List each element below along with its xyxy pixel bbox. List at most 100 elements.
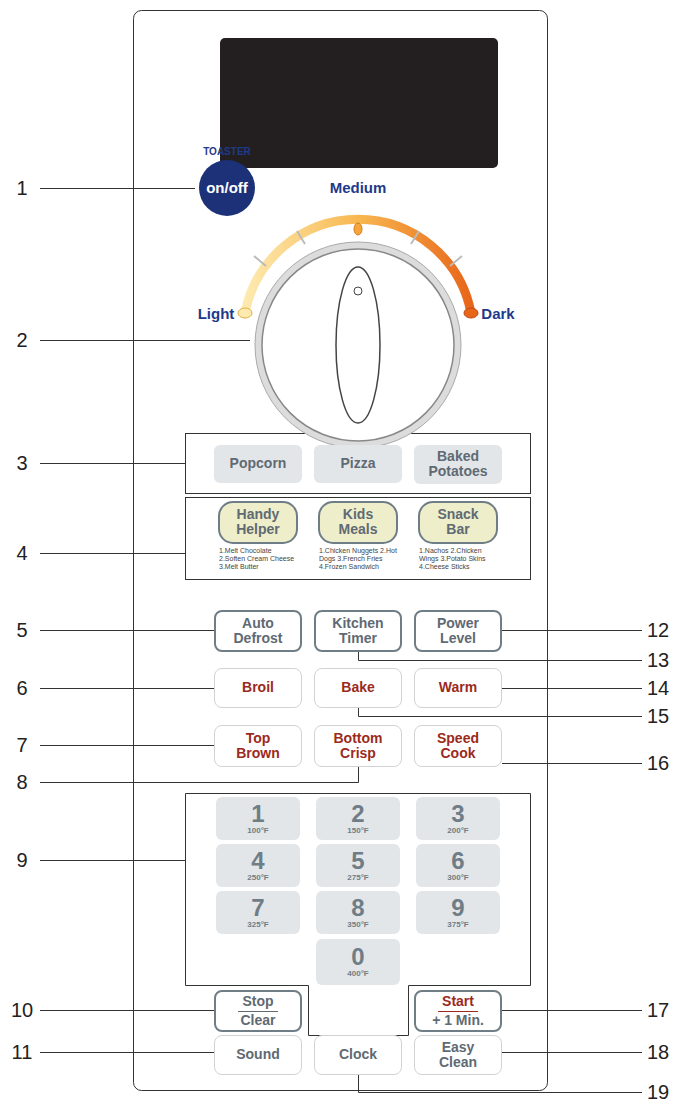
leader-lines	[40, 189, 642, 1093]
button-sublabel: Clear	[236, 1012, 279, 1028]
cook-mode-button: Bake	[314, 668, 402, 708]
menu-button: Handy Helper 1.Melt Chocolate 2.Soften Cr…	[214, 501, 302, 577]
setting-button: Easy Clean	[414, 1035, 502, 1075]
callout-number: 10	[11, 999, 33, 1022]
callout-number: 13	[647, 649, 669, 672]
button-label: Auto Defrost	[224, 616, 292, 647]
button-label: Handy Helper	[218, 501, 298, 544]
button-label: TOASTER	[203, 146, 251, 157]
callout-number: 6	[16, 677, 27, 700]
dial-label: Medium	[330, 179, 387, 196]
cook-mode-button: Broil	[214, 668, 302, 708]
number-key: 7325°F	[216, 891, 300, 934]
number-key: 6300°F	[416, 844, 500, 887]
button-label: Bake	[341, 680, 374, 695]
dial-label: Light	[198, 305, 235, 322]
button-sublabel: 375°F	[447, 921, 468, 930]
button-label: Top Brown	[224, 731, 292, 762]
number-key: 9375°F	[416, 891, 500, 934]
button-label: Snack Bar	[418, 501, 498, 544]
panel-outline	[134, 11, 548, 1091]
button-sublabel: 150°F	[347, 827, 368, 836]
callout-number: 8	[16, 771, 27, 794]
number-key: 0400°F	[316, 939, 400, 985]
callout-number: 15	[647, 705, 669, 728]
callout-number: 18	[647, 1041, 669, 1064]
button-sublabel: 250°F	[247, 874, 268, 883]
button-label: 0	[351, 945, 364, 969]
button-label: 8	[351, 896, 364, 920]
callout-number: 9	[16, 849, 27, 872]
preset-button: Popcorn	[214, 445, 302, 483]
number-key: 8350°F	[316, 891, 400, 934]
button-label: Kitchen Timer	[324, 616, 392, 647]
callout-number: 12	[647, 619, 669, 642]
display-window	[220, 38, 498, 168]
callout-number: 11	[12, 1041, 33, 1064]
dial-label: Dark	[481, 305, 514, 322]
shade-dial	[238, 219, 478, 448]
button-label: Sound	[236, 1047, 280, 1062]
callout-number: 14	[647, 677, 669, 700]
button-label: 1	[251, 802, 264, 826]
button-label: Kids Meals	[318, 501, 398, 544]
button-label: Baked Potatoes	[424, 449, 492, 480]
button-sublabel: 325°F	[247, 921, 268, 930]
callout-number: 1	[16, 177, 27, 200]
function-button: Kitchen Timer	[314, 610, 402, 652]
cook-mode-button: Warm	[414, 668, 502, 708]
button-label: Easy Clean	[424, 1040, 492, 1071]
button-label: Start	[438, 994, 478, 1011]
button-label: 7	[251, 896, 264, 920]
function-button: Auto Defrost	[214, 610, 302, 652]
callout-number: 16	[647, 752, 669, 775]
button-label: Bottom Crisp	[324, 731, 392, 762]
button-label: Broil	[242, 680, 274, 695]
button-label: Popcorn	[230, 456, 287, 471]
button-sublabel: 1.Chicken Nuggets 2.Hot Dogs 3.French Fr…	[319, 547, 397, 571]
button-sublabel: 1.Melt Chocolate 2.Soften Cream Cheese 3…	[219, 547, 297, 571]
number-key: 5275°F	[316, 844, 400, 887]
number-key: 2150°F	[316, 797, 400, 840]
button-label: Clock	[339, 1047, 377, 1062]
button-label: 6	[451, 849, 464, 873]
number-key: 3200°F	[416, 797, 500, 840]
stop-clear-button: StopClear	[214, 990, 302, 1032]
button-label: Stop	[238, 994, 277, 1011]
button-label: Warm	[439, 680, 477, 695]
toaster-button: TOASTER on/off	[192, 146, 262, 224]
button-label: Power Level	[424, 616, 492, 647]
button-sublabel: on/off	[199, 160, 255, 216]
button-sublabel: 200°F	[447, 827, 468, 836]
button-sublabel: 300°F	[447, 874, 468, 883]
button-groups	[186, 434, 531, 1036]
menu-button: Kids Meals 1.Chicken Nuggets 2.Hot Dogs 3…	[314, 501, 402, 577]
callout-number: 3	[16, 452, 27, 475]
callout-number: 5	[16, 619, 27, 642]
button-label: 9	[451, 896, 464, 920]
number-key: 4250°F	[216, 844, 300, 887]
setting-button: Clock	[314, 1035, 402, 1075]
callout-number: 2	[16, 329, 27, 352]
start-button: Start+ 1 Min.	[414, 990, 502, 1032]
number-key: 1100°F	[216, 797, 300, 840]
preset-button: Pizza	[314, 445, 402, 483]
button-sublabel: 350°F	[347, 921, 368, 930]
button-label: 3	[451, 802, 464, 826]
callout-number: 19	[647, 1081, 669, 1104]
cook-mode-button: Bottom Crisp	[314, 725, 402, 767]
menu-button: Snack Bar1.Nachos 2.Chicken Wings 3.Pota…	[414, 501, 502, 577]
function-button: Power Level	[414, 610, 502, 652]
callout-number: 4	[16, 542, 27, 565]
button-sublabel: 400°F	[347, 970, 368, 979]
button-sublabel: 275°F	[347, 874, 368, 883]
button-label: Pizza	[340, 456, 375, 471]
button-label: 5	[351, 849, 364, 873]
setting-button: Sound	[214, 1035, 302, 1075]
button-sublabel: + 1 Min.	[428, 1012, 488, 1028]
cook-mode-button: Speed Cook	[414, 725, 502, 767]
cook-mode-button: Top Brown	[214, 725, 302, 767]
button-label: 4	[251, 849, 264, 873]
preset-button: Baked Potatoes	[414, 445, 502, 484]
callout-number: 17	[647, 999, 669, 1022]
